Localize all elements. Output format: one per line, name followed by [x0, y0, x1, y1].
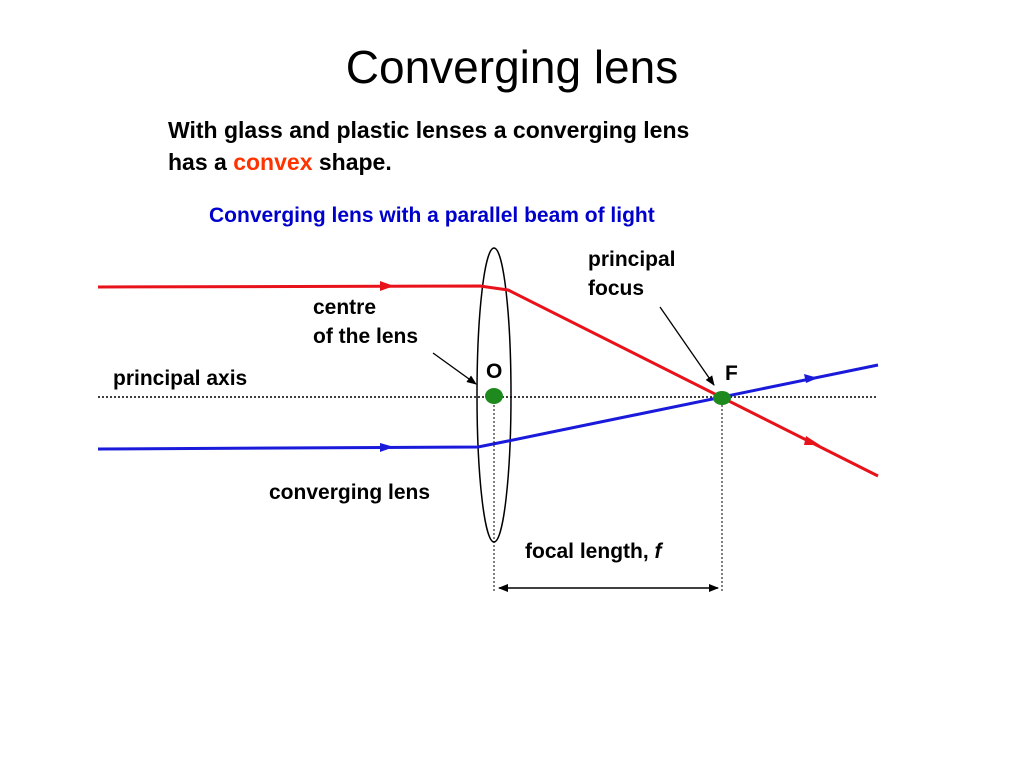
- centre-line-2: of the lens: [313, 325, 419, 348]
- focus-pointer: [659, 306, 715, 386]
- optical-centre-point: [485, 388, 503, 404]
- red-ray-arrow-2: [804, 436, 820, 445]
- intro-line-2-end: shape.: [312, 149, 392, 175]
- centre-line-1: centre: [313, 296, 377, 319]
- principal-focus-point: [713, 391, 731, 405]
- intro-line-2: has a convex shape.: [168, 146, 868, 178]
- focus-point-label: F: [725, 362, 738, 385]
- intro-line-1: With glass and plastic lenses a convergi…: [168, 117, 690, 143]
- centre-of-lens-label: centre of the lens: [313, 293, 418, 351]
- slide-title: Converging lens: [345, 41, 679, 93]
- diagram-subtitle: Converging lens with a parallel beam of …: [209, 204, 655, 227]
- focal-length-symbol: f: [654, 540, 662, 563]
- optical-centre-label: O: [486, 360, 503, 383]
- blue-ray-arrow-1: [380, 443, 394, 452]
- converging-lens-label: converging lens: [269, 481, 431, 504]
- focal-length-label: focal length, f: [525, 537, 662, 566]
- principal-focus-line-1: principal: [588, 248, 676, 271]
- blue-ray: [97, 363, 879, 451]
- blue-ray-arrow-2: [804, 374, 818, 383]
- principal-focus-line-2: focus: [588, 277, 645, 300]
- convex-highlight: convex: [233, 149, 313, 175]
- red-ray-arrow-1: [380, 281, 394, 291]
- focal-length-text: focal length,: [525, 540, 655, 563]
- principal-axis-label: principal axis: [113, 367, 248, 390]
- intro-line-2-start: has a: [168, 149, 234, 175]
- red-ray: [97, 284, 879, 478]
- principal-focus-label: principal focus: [588, 245, 676, 303]
- centre-pointer: [432, 352, 477, 385]
- intro-text: With glass and plastic lenses a convergi…: [168, 114, 868, 178]
